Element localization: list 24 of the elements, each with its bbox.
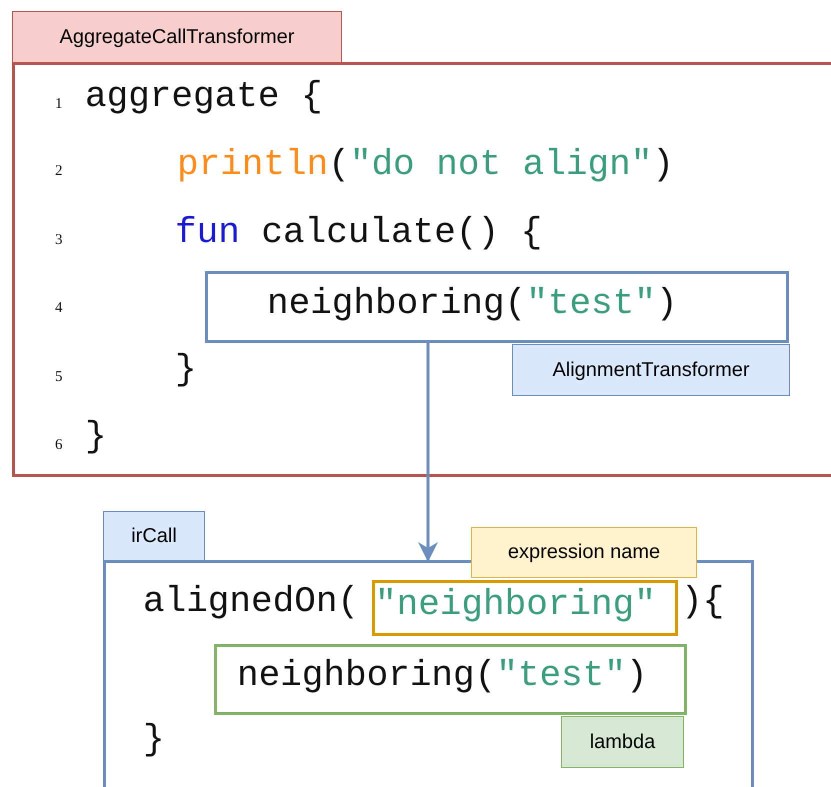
- code-line: "neighboring": [375, 585, 656, 625]
- line-number: 6: [55, 437, 62, 453]
- code-line: }: [175, 350, 197, 390]
- code-line: }: [143, 720, 165, 760]
- code-line: ){: [681, 582, 724, 622]
- code-line: }: [85, 417, 107, 457]
- line-number: 4: [55, 300, 62, 316]
- tab-label: lambda: [561, 716, 684, 768]
- highlight-box: [372, 580, 678, 636]
- code-line: alignedOn(: [143, 582, 360, 622]
- tab-label: AggregateCallTransformer: [12, 11, 342, 63]
- line-number: 2: [55, 163, 62, 179]
- code-line: println("do not align"): [177, 145, 674, 185]
- tab-label: irCall: [103, 511, 205, 561]
- code-line: fun calculate() {: [175, 213, 542, 253]
- line-number: 3: [55, 232, 62, 248]
- tab-label: AlignmentTransformer: [512, 344, 790, 396]
- code-line: neighboring("test"): [237, 656, 648, 696]
- tab-label: expression name: [471, 527, 697, 578]
- line-number: 5: [55, 369, 62, 385]
- code-line: neighboring("test"): [267, 284, 678, 324]
- arrow: [418, 343, 438, 562]
- code-line: aggregate {: [85, 77, 323, 117]
- line-number: 1: [55, 96, 62, 112]
